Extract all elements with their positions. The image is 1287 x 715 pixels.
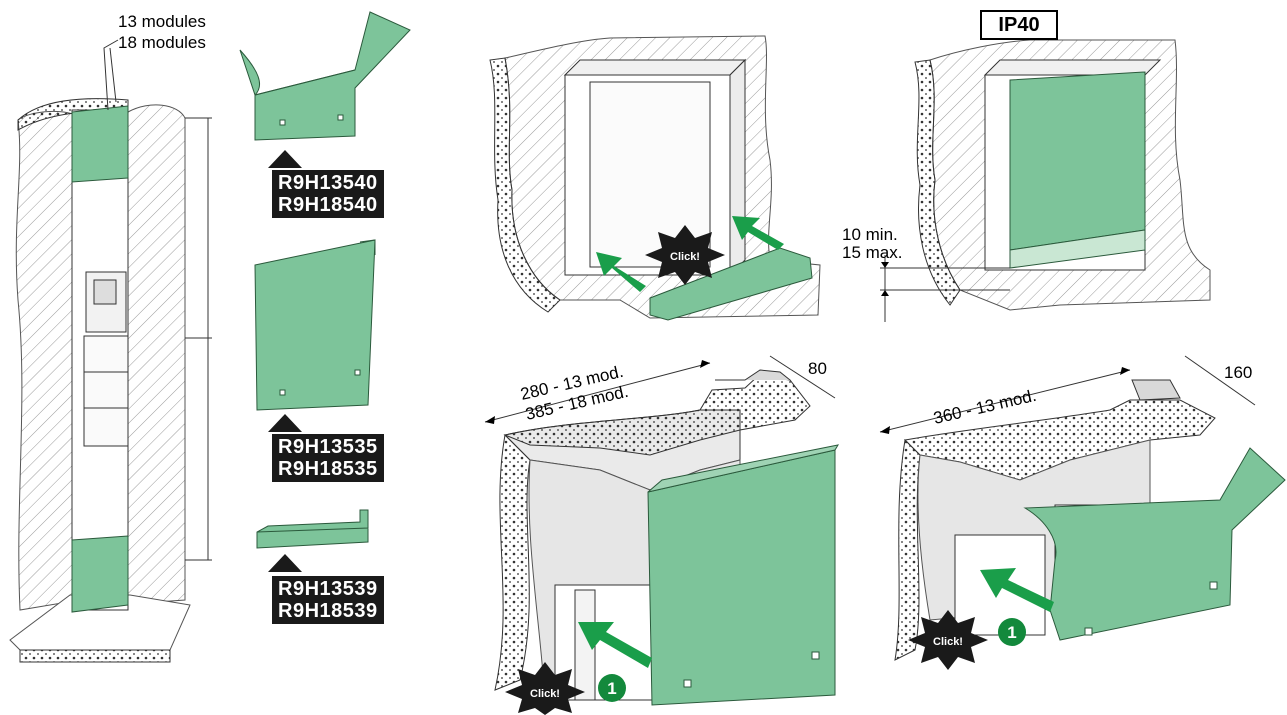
part-number-plinth: R9H13539 R9H18539 xyxy=(272,576,384,624)
ip40-view: 10 min. 15 max. xyxy=(842,39,1211,322)
click-burst-icon xyxy=(645,225,725,285)
part-number: R9H13535 xyxy=(278,436,378,458)
top-cover-accessory xyxy=(239,11,411,168)
ip40-rating-badge: IP40 xyxy=(980,10,1058,40)
dim-80-label: 80 xyxy=(808,359,827,378)
column-bottom-cover xyxy=(71,535,129,613)
arrow-up-icon xyxy=(268,554,302,572)
column-installation: 13 modules 18 modules xyxy=(9,12,212,663)
push-arrow-icon xyxy=(732,216,784,250)
step-1-badge xyxy=(998,618,1026,646)
front-cover-accessory xyxy=(254,239,376,432)
ip40-front-cover xyxy=(1009,71,1146,251)
label-13-modules: 13 modules xyxy=(118,12,206,31)
label-18-modules: 18 modules xyxy=(118,33,206,52)
plinth-click-view: Click! xyxy=(489,35,821,321)
arrow-up-icon xyxy=(268,150,302,168)
dim-360-label: 360 - 13 mod. xyxy=(932,386,1038,428)
click-burst-icon xyxy=(505,662,585,715)
top-cover-install-view: Click! 1 360 - 13 mod. 160 xyxy=(879,355,1286,670)
push-arrow-icon xyxy=(596,252,646,292)
arrow-up-icon xyxy=(268,414,302,432)
bottom-plinth-accessory xyxy=(256,509,369,572)
click-burst-icon xyxy=(908,610,988,670)
part-number-top-cover: R9H13540 R9H18540 xyxy=(272,170,384,218)
part-number-front-cover: R9H13535 R9H18535 xyxy=(272,434,384,482)
part-number: R9H13540 xyxy=(278,172,378,194)
gap-min-label: 10 min. xyxy=(842,225,898,244)
step-1-label: 1 xyxy=(607,679,616,698)
push-arrow-icon xyxy=(578,622,652,668)
top-cover-panel xyxy=(1023,447,1286,641)
part-number: R9H18535 xyxy=(278,458,378,480)
part-number: R9H18539 xyxy=(278,600,378,622)
click-label: Click! xyxy=(670,251,700,263)
push-arrow-icon xyxy=(980,568,1054,612)
click-label: Click! xyxy=(933,636,963,648)
part-number: R9H18540 xyxy=(278,194,378,216)
column-top-cover xyxy=(71,105,129,183)
modular-devices xyxy=(83,335,129,447)
click-label: Click! xyxy=(530,688,560,700)
part-number: R9H13539 xyxy=(278,578,378,600)
gap-max-label: 15 max. xyxy=(842,243,902,262)
front-cover-panel xyxy=(647,449,836,706)
step-1-badge xyxy=(598,674,626,702)
front-cover-install-view: Click! 1 280 - 13 mod. 385 - 18 mod. 80 xyxy=(484,355,840,715)
step-1-label: 1 xyxy=(1007,623,1016,642)
dim-160-label: 160 xyxy=(1224,363,1252,382)
